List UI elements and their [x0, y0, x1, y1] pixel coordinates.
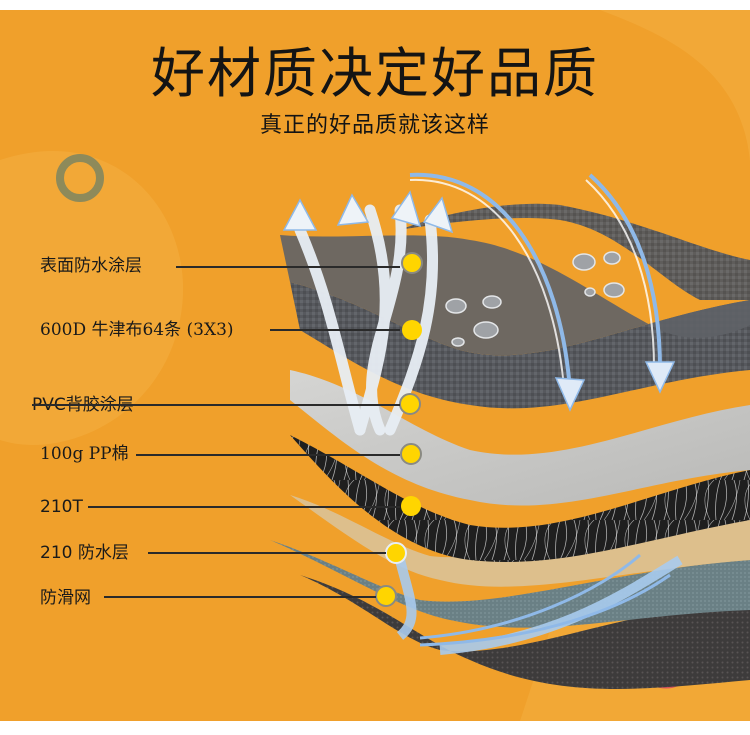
leader-line	[136, 454, 400, 456]
arrow-icon	[419, 553, 671, 647]
leader-line	[148, 552, 386, 554]
leader-line	[176, 266, 400, 268]
layer-label-surface: 表面防水涂层	[40, 256, 142, 276]
layer-dot	[400, 443, 422, 465]
bg-blob	[0, 150, 184, 445]
leader-line	[270, 329, 400, 331]
ring-decoration-icon	[56, 154, 104, 202]
layer-label-oxford: 600D 牛津布64条 (3X3)	[40, 320, 234, 340]
layer-dot	[401, 252, 423, 274]
layer-surface	[400, 203, 750, 300]
layer-dot	[401, 496, 421, 516]
arrow-icon	[282, 190, 454, 234]
bg-blob	[600, 10, 750, 200]
arrow-icon	[409, 178, 655, 389]
layer-anti-slip	[300, 575, 750, 689]
page-title: 好材质决定好品质	[151, 42, 599, 105]
bottom-strip	[0, 721, 750, 735]
layer-oxford	[290, 282, 750, 409]
arrow-icon	[409, 172, 662, 391]
layer-marker-dots	[375, 252, 423, 607]
arrow-icon	[554, 361, 676, 412]
layer-pp-cotton	[290, 435, 750, 562]
layer-label-anti-slip: 防滑网	[40, 588, 91, 608]
top-strip	[0, 0, 750, 10]
leader-line	[32, 404, 400, 406]
layer-pvc	[290, 370, 750, 506]
layer-dot	[402, 320, 422, 340]
layer-dot	[385, 542, 407, 564]
layer-dot	[399, 393, 421, 415]
leader-line	[88, 506, 400, 508]
leader-line	[104, 596, 376, 598]
layer-dot	[375, 585, 397, 607]
water-drop-icon	[445, 251, 625, 347]
layer-label-210t: 210T	[40, 497, 83, 517]
arrow-icon	[395, 555, 683, 655]
layer-210-waterproof	[270, 540, 750, 628]
layer-label-210-waterproof: 210 防水层	[40, 543, 129, 563]
page-subtitle: 真正的好品质就该这样	[259, 113, 490, 138]
layer-label-pp-cotton: 100g PP棉	[40, 444, 129, 464]
